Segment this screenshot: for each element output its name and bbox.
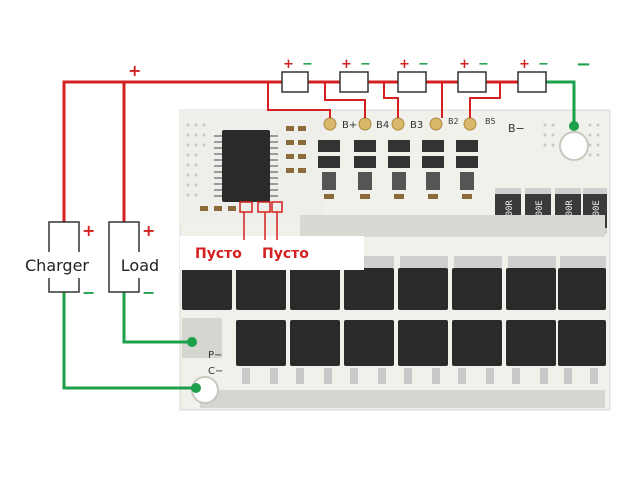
load-minus-sign: − [142, 283, 155, 302]
cell-2-resistor [339, 71, 369, 93]
pad-label-b2: B2 [448, 117, 459, 126]
cell-1-resistor [281, 71, 309, 93]
cell-3-minus: − [418, 57, 429, 72]
mosfet-top-row [182, 256, 606, 310]
cell-1-minus: − [302, 57, 313, 72]
charger-positive-wire [62, 80, 282, 222]
load-device: Load + − [108, 221, 168, 302]
pad-labels: B+ B4 B3 B2 B5 B− P− C− [208, 117, 525, 377]
cell-4-plus: + [459, 57, 470, 72]
cell-resistors [281, 71, 547, 93]
negative-wiring [62, 80, 576, 390]
cell-4-minus: − [478, 57, 489, 72]
c-minus-junction [191, 383, 201, 393]
charger-device: Charger + − [14, 221, 100, 302]
empty-label-2: Пусто [262, 246, 309, 262]
p-minus-junction [187, 337, 197, 347]
cell-5-minus: − [538, 57, 549, 72]
p-minus-label: P− [208, 350, 222, 361]
load-negative-wire [122, 292, 192, 344]
charger-plus-sign: + [82, 221, 95, 240]
balance-components [318, 140, 478, 199]
charger-negative-wire [62, 292, 196, 390]
empty-label-1: Пусто [195, 246, 242, 262]
b-minus-wire [546, 80, 576, 128]
shunt-label-4: R00E [592, 200, 602, 222]
cell-3-plus: + [399, 57, 410, 72]
b-minus-junction [569, 121, 579, 131]
cell-5-resistor [517, 71, 547, 93]
bms-board: E00R R00E E00R R00E [179, 109, 611, 411]
c-minus-label: C− [208, 366, 223, 377]
b-minus-hole [559, 131, 589, 161]
cell-1-plus: + [283, 57, 294, 72]
empty-labels-panel: Пусто Пусто [180, 201, 364, 270]
pad-label-b-minus: B− [508, 122, 525, 135]
pad-label-b4: B4 [376, 120, 389, 131]
cell-5-plus: + [519, 57, 530, 72]
balance-pads [323, 117, 477, 131]
bms-ic-chip [214, 130, 278, 202]
pad-label-b-plus: B+ [342, 120, 357, 131]
charger-minus-sign: − [82, 283, 95, 302]
load-plus-sign: + [142, 221, 155, 240]
shunt-label-3: E00R [565, 200, 575, 222]
cell-polarity-labels: + − + − + − + − + − [283, 57, 549, 72]
pad-label-b5: B5 [485, 117, 496, 126]
mosfet-bottom-row [182, 318, 606, 384]
main-positive-sign: + [128, 61, 141, 80]
charger-label: Charger [25, 256, 89, 275]
load-label: Load [121, 256, 159, 275]
cell-3-resistor [397, 71, 427, 93]
main-negative-sign: − [576, 54, 591, 75]
cell-2-plus: + [341, 57, 352, 72]
cell-2-minus: − [360, 57, 371, 72]
shunt-label-2: R00E [535, 200, 545, 222]
shunt-label-1: E00R [505, 200, 515, 222]
pad-label-b3: B3 [410, 120, 423, 131]
cell-4-resistor [457, 71, 487, 93]
positive-wiring [62, 80, 518, 222]
